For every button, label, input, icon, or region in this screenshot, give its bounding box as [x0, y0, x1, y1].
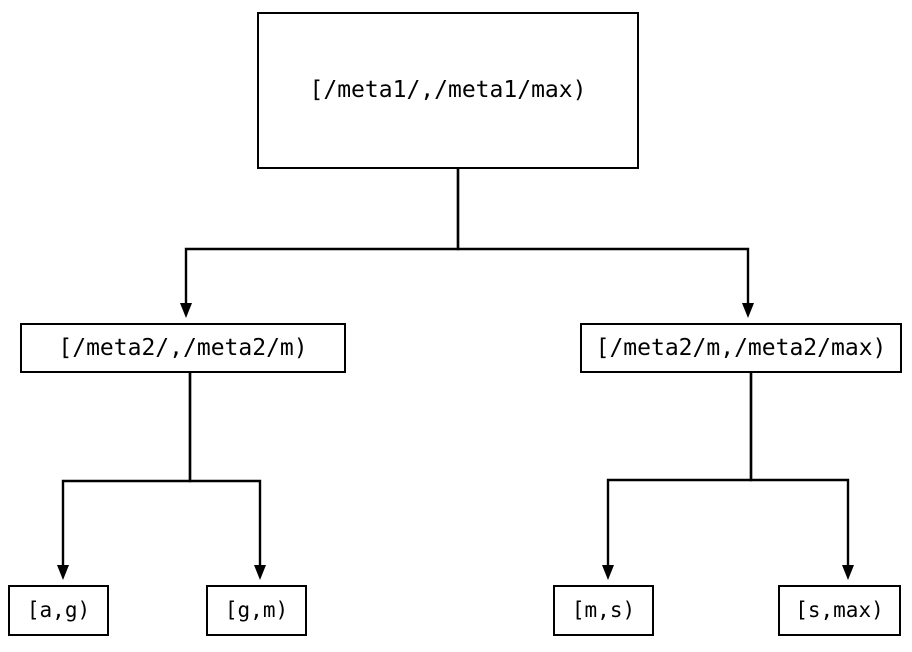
tree-node-mid-right: [/meta2/m,/meta2/max)	[580, 323, 902, 373]
tree-node-root-label: [/meta1/,/meta1/max)	[309, 77, 587, 103]
tree-node-mid-left: [/meta2/,/meta2/m)	[20, 323, 346, 373]
tree-node-leaf-ag-label: [a,g)	[26, 598, 91, 622]
arrowhead-leaf-gm	[254, 565, 266, 580]
tree-node-leaf-ms-label: [m,s)	[571, 598, 636, 622]
tree-node-mid-left-label: [/meta2/,/meta2/m)	[58, 334, 308, 361]
tree-node-leaf-ms: [m,s)	[553, 585, 654, 636]
edge-mid-left-to-leaf-ag	[57, 373, 192, 580]
edge-mid-left-to-leaf-gm	[188, 373, 266, 580]
edge-root-to-mid-left	[180, 169, 460, 318]
arrowhead-leaf-ms	[602, 565, 614, 580]
arrowhead-mid-right	[742, 303, 754, 318]
arrowhead-mid-left	[180, 303, 192, 318]
tree-node-leaf-gm: [g,m)	[206, 585, 307, 636]
edge-mid-right-to-leaf-ms	[602, 373, 753, 580]
tree-node-leaf-smax-label: [s,max)	[795, 598, 884, 622]
tree-node-root: [/meta1/,/meta1/max)	[257, 12, 639, 169]
tree-node-leaf-gm-label: [g,m)	[224, 598, 289, 622]
tree-node-mid-right-label: [/meta2/m,/meta2/max)	[595, 334, 887, 361]
edge-root-to-mid-right	[456, 169, 754, 318]
tree-node-leaf-ag: [a,g)	[8, 585, 109, 636]
arrowhead-leaf-smax	[842, 565, 854, 580]
edge-mid-right-to-leaf-smax	[749, 373, 854, 580]
arrowhead-leaf-ag	[57, 565, 69, 580]
tree-node-leaf-smax: [s,max)	[778, 585, 901, 636]
